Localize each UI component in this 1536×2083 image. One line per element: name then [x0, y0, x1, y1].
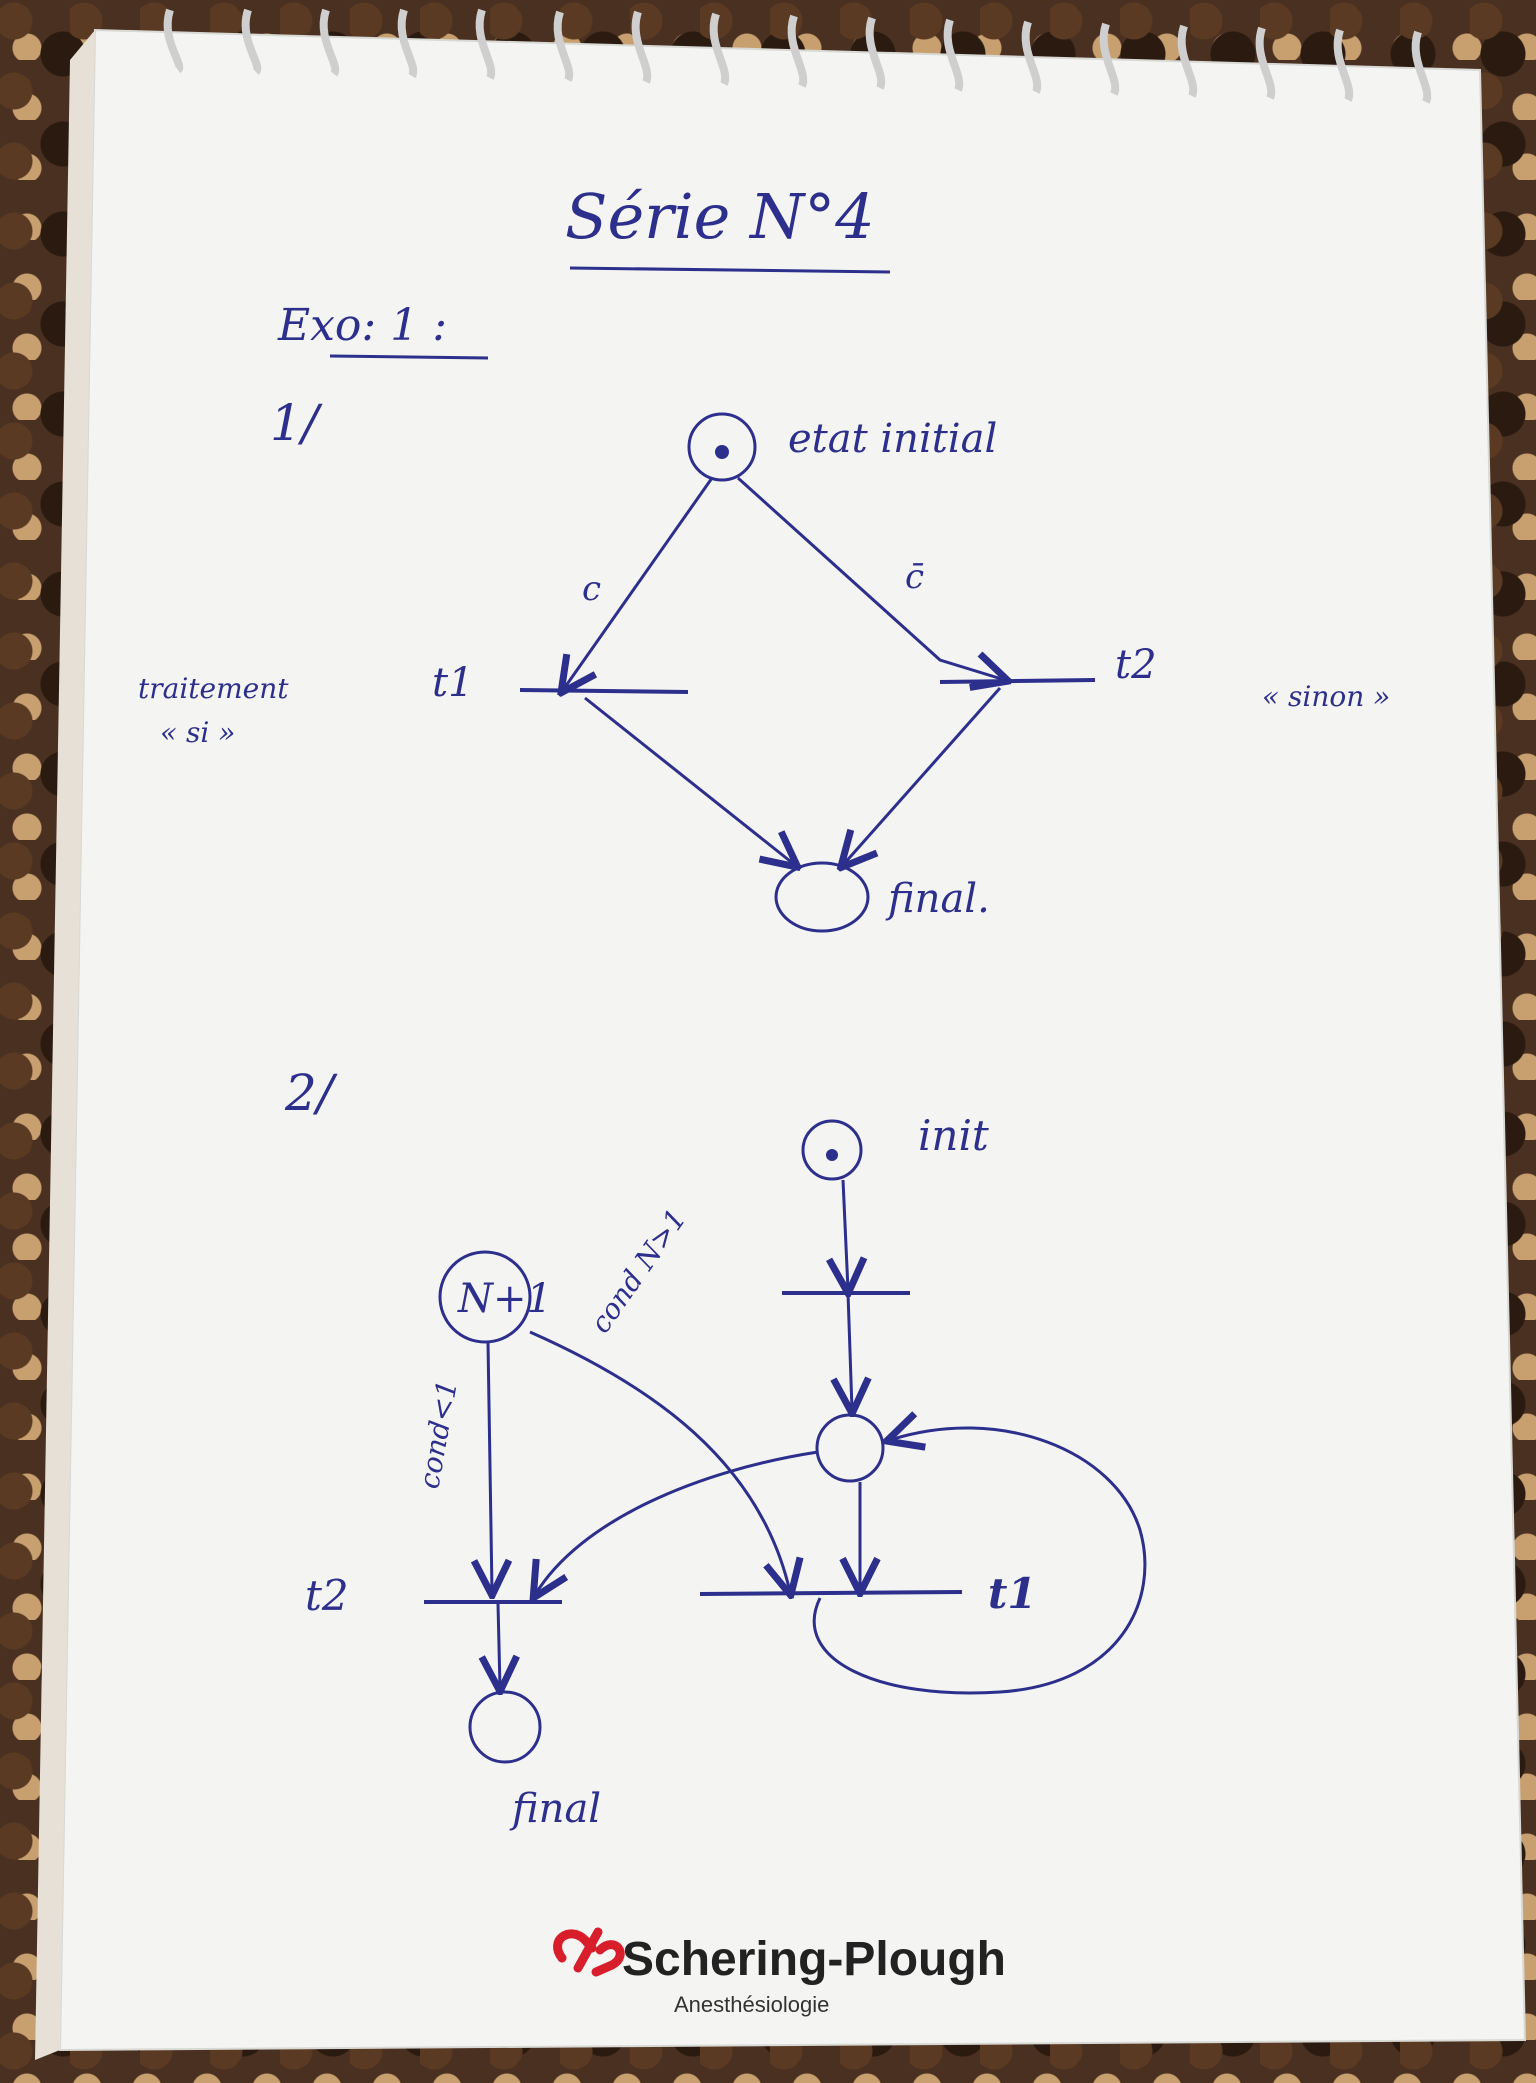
left-note-line2: « si »	[160, 716, 235, 749]
initial-place	[687, 412, 757, 482]
brand-name: Schering-Plough	[622, 1933, 1006, 1986]
arc-init-to-t1	[563, 477, 714, 690]
spiral-binding	[163, 8, 1432, 104]
brand-subtitle: Anesthésiologie	[674, 1992, 829, 2017]
arc-t1-to-final	[584, 696, 795, 865]
token-dot	[715, 445, 729, 459]
arc-left-label: c	[582, 569, 601, 609]
arc-n-to-t1	[529, 1330, 790, 1592]
final-label: final.	[885, 876, 990, 922]
arc-n-to-t2	[488, 1341, 492, 1592]
page-title: Série N°4	[565, 180, 875, 253]
transition-t2	[939, 678, 1096, 684]
arc-init-to-tx	[843, 1179, 848, 1290]
exercise-underline	[329, 354, 489, 360]
arc-t2-to-final	[498, 1603, 500, 1688]
brand-logo: Schering-Plough Anesthésiologie	[553, 1927, 1006, 2017]
final-label-2: final	[509, 1786, 601, 1832]
token-dot	[826, 1149, 838, 1161]
arc-loop-to-t2	[535, 1450, 819, 1595]
paper-sheet	[35, 28, 1527, 2060]
part2-label: 2/	[284, 1064, 338, 1122]
transition-t1	[519, 688, 689, 694]
left-note-line1: traitement	[138, 672, 289, 705]
t2-label: t2	[305, 1571, 349, 1620]
initial-place-label: etat initial	[788, 416, 997, 462]
t1-label: t1	[988, 1569, 1037, 1618]
part1-label: 1/	[270, 394, 323, 452]
final-place	[774, 861, 870, 933]
title-underline	[569, 266, 891, 274]
exercise-label: Exo: 1 :	[277, 300, 447, 351]
t1-label: t1	[432, 660, 474, 706]
init-place	[801, 1119, 863, 1181]
t2-label: t2	[1115, 642, 1157, 688]
n-place	[438, 1250, 532, 1344]
transition-t1	[699, 1590, 963, 1596]
arc-t1-loop-back	[812, 1428, 1147, 1695]
arc-init-to-t2	[736, 476, 1005, 680]
petri-net-part1: 1/ etat initial c c̄ t1 t2 traitement « …	[138, 394, 1390, 933]
brand-mark-icon	[553, 1927, 625, 1977]
arc-t2-to-final	[843, 687, 1002, 865]
n-place-label: N+1	[457, 1276, 552, 1322]
arc-right-label: c̄	[905, 557, 924, 597]
init-label: init	[918, 1111, 989, 1160]
arc-tx-to-loop-place	[848, 1292, 852, 1410]
final-place-2	[468, 1690, 542, 1764]
right-note: « sinon »	[1262, 680, 1390, 713]
